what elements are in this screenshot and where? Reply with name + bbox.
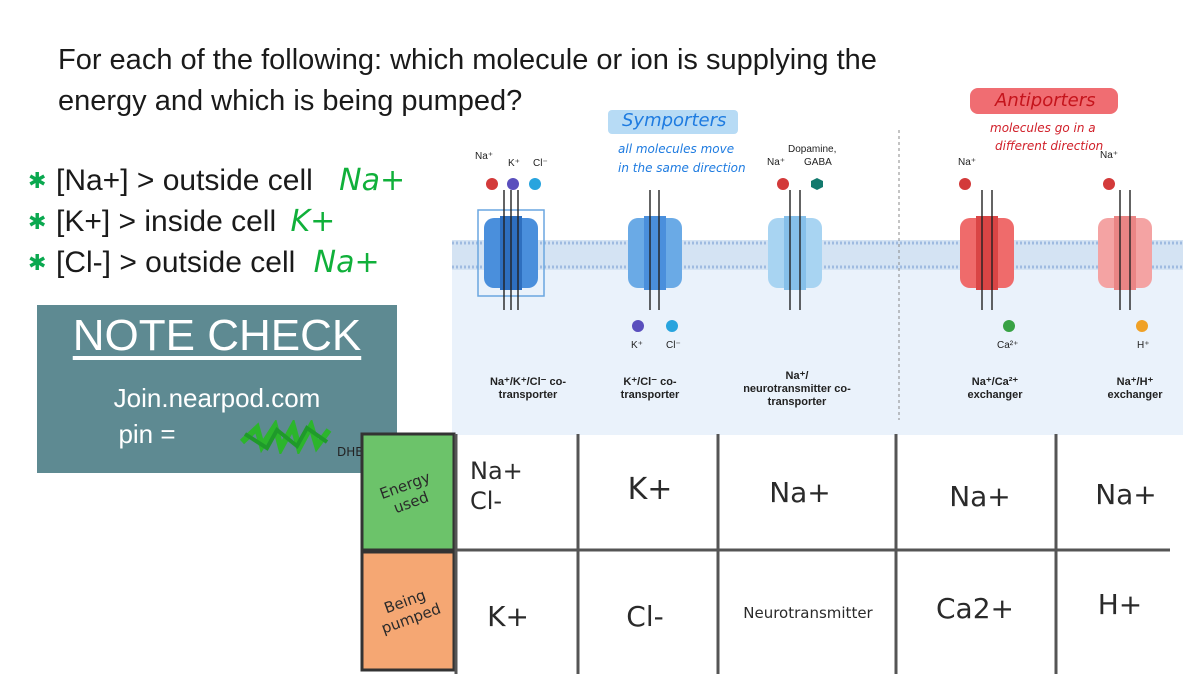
symporters-note: all molecules move xyxy=(618,142,735,156)
transporter-name: Na⁺/ neurotransmitter co- transporter xyxy=(722,370,872,409)
energy-used-cell: Na+ xyxy=(1095,478,1157,511)
note-check-title: NOTE CHECK xyxy=(72,311,362,360)
question-line-2: energy and which is being pumped? xyxy=(58,85,523,117)
transporter-name-line: Na⁺/K⁺/Cl⁻ co- xyxy=(489,376,567,388)
question-line-1: For each of the following: which molecul… xyxy=(58,44,877,76)
bullet-text: [Na+] > outside cell xyxy=(56,164,313,197)
transporter-name-line: transporter xyxy=(620,389,680,401)
ion-label: GABA xyxy=(804,157,832,168)
star-icon: ✱ xyxy=(28,209,47,234)
being-pumped-cell: Ca2+ xyxy=(936,592,1014,625)
scribbled-out-pin xyxy=(239,420,332,454)
bullet-text: [Cl-] > outside cell xyxy=(56,246,296,279)
ion-label: H⁺ xyxy=(1137,340,1150,351)
transporter-name-line: exchanger xyxy=(967,389,1023,401)
transporter-name-line: transporter xyxy=(767,396,827,408)
ion-label: Ca²⁺ xyxy=(997,340,1019,351)
question-text: For each of the following: which molecul… xyxy=(58,40,1058,122)
nearpod-site[interactable]: Join.nearpod.com xyxy=(113,383,321,413)
being-pumped-cell: Cl- xyxy=(626,600,664,633)
kcc-transporter xyxy=(628,190,682,332)
handwritten-answer: Na+ xyxy=(339,163,406,198)
being-pumped-cell: H+ xyxy=(1097,588,1143,621)
neurotransmitter-transporter xyxy=(768,178,823,310)
ion-label: Dopamine, xyxy=(788,144,837,155)
antiporters-highlight xyxy=(970,88,1118,114)
antiporters-label: Antiporters xyxy=(995,90,1096,111)
ion-label: Na⁺ xyxy=(958,157,977,168)
nkcc-transporter xyxy=(477,178,545,310)
symporters-note: in the same direction xyxy=(618,161,746,175)
bullet-list: ✱ [Na+] > outside cell Na+ ✱ [K+] > inside… xyxy=(28,160,405,283)
answer-table: Energy used Being pumped Na+ Cl- K+ Na+ … xyxy=(360,432,1175,674)
ion-label: Cl⁻ xyxy=(666,340,681,351)
note-check-box: NOTE CHECK Join.nearpod.com pin = DHB3Z xyxy=(37,305,397,473)
ion-label: Na⁺ xyxy=(1100,150,1119,161)
being-pumped-cell: Neurotransmitter xyxy=(743,604,873,622)
transporter-name-line: Na⁺/ xyxy=(785,370,809,382)
cell-value: Cl- xyxy=(470,487,503,515)
energy-used-cell: Na+ xyxy=(949,480,1011,513)
transporter-name-line: transporter xyxy=(498,389,558,401)
transporter-name-line: Na⁺/H⁺ xyxy=(1116,376,1154,388)
cell-value: Na+ xyxy=(470,457,523,485)
bullet-na: ✱ [Na+] > outside cell Na+ xyxy=(28,160,405,201)
energy-used-cell: Na+ Cl- xyxy=(470,456,540,516)
bullet-k: ✱ [K+] > inside cell K+ xyxy=(28,201,405,242)
ncx-transporter xyxy=(959,178,1015,332)
table-grid xyxy=(360,432,1170,674)
bullet-text: [K+] > inside cell xyxy=(56,205,277,238)
ion-label: Na⁺ xyxy=(767,157,786,168)
transporter-name-line: exchanger xyxy=(1107,389,1163,401)
nhe-transporter xyxy=(1098,178,1152,332)
being-pumped-cell: K+ xyxy=(487,600,529,633)
energy-used-cell: K+ xyxy=(627,472,673,507)
transporter-name: K⁺/Cl⁻ co- transporter xyxy=(590,376,710,402)
symporters-highlight xyxy=(608,110,738,134)
energy-used-cell: Na+ xyxy=(769,476,831,509)
ion-label: Cl⁻ xyxy=(533,158,548,169)
transporter-name: Na⁺/Ca²⁺ exchanger xyxy=(940,376,1050,402)
transporter-name-line: neurotransmitter co- xyxy=(743,383,851,395)
handwritten-answer: Na+ xyxy=(313,245,380,280)
transporter-diagram xyxy=(452,130,1183,435)
transporter-name-line: K⁺/Cl⁻ co- xyxy=(623,376,677,388)
ion-label: K⁺ xyxy=(631,340,643,351)
transporter-name: Na⁺/K⁺/Cl⁻ co- transporter xyxy=(458,376,598,402)
ion-label: K⁺ xyxy=(508,158,520,169)
bullet-cl: ✱ [Cl-] > outside cell Na+ xyxy=(28,242,405,283)
antiporters-note: different direction xyxy=(995,139,1104,153)
transporter-name: Na⁺/H⁺ exchanger xyxy=(1080,376,1190,402)
pin-label: pin = xyxy=(118,419,176,449)
antiporters-note: molecules go in a xyxy=(990,121,1096,135)
symporters-label: Symporters xyxy=(622,110,727,131)
transporter-name-line: Na⁺/Ca²⁺ xyxy=(971,376,1019,388)
star-icon: ✱ xyxy=(28,250,47,275)
handwritten-answer: K+ xyxy=(290,204,336,239)
ion-label: Na⁺ xyxy=(475,151,494,162)
star-icon: ✱ xyxy=(28,168,47,193)
